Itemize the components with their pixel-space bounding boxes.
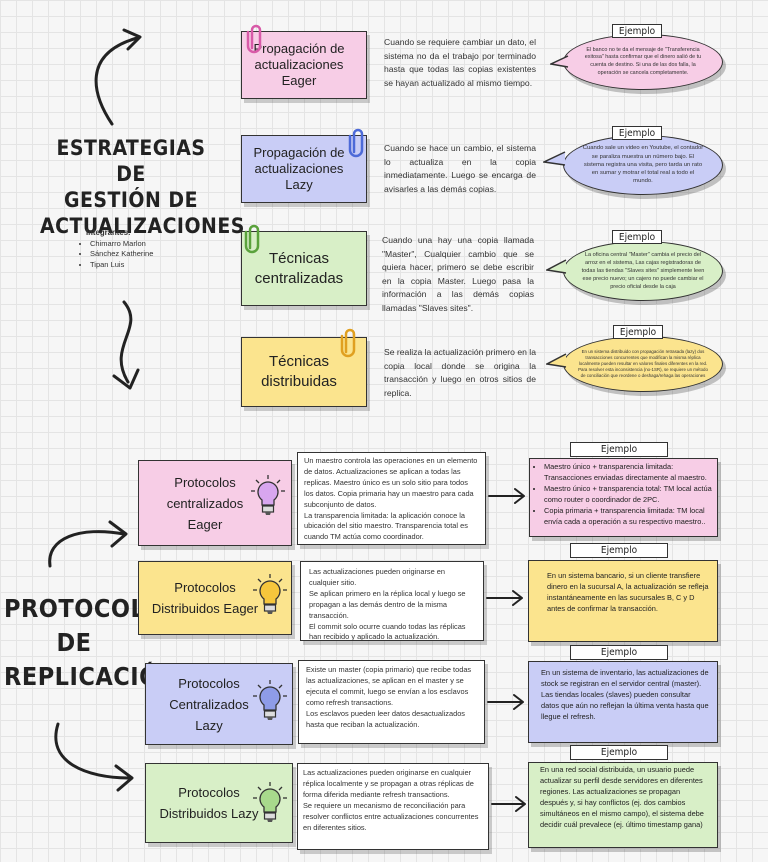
protocol-example: En una red social distribuida, un usuari…	[528, 762, 718, 848]
protocol-description: Existe un master (copia primario) que re…	[298, 660, 485, 744]
member-item: Chimarro Marlon	[90, 239, 178, 250]
lightbulb-icon	[251, 475, 285, 515]
desc-paragraph: La transparencia limitada: la aplicación…	[304, 510, 468, 542]
title-line: ESTRATEGIAS DE	[56, 136, 206, 186]
title-line: PROTOCOLOS	[4, 594, 181, 623]
card-line: Propagación de	[253, 41, 345, 56]
card-line: Distribuidos Lazy	[159, 806, 259, 821]
title-line: GESTIÓN DE	[64, 188, 198, 212]
desc-paragraph: El commit solo ocurre cuando todas las r…	[309, 621, 466, 642]
title-line: REPLICACIÓN	[4, 662, 179, 691]
desc-paragraph: Existe un master (copia primario) que re…	[306, 665, 472, 707]
example-tag: Ejemplo	[613, 325, 663, 339]
lightbulb-icon	[253, 574, 287, 614]
desc-paragraph: Un maestro controla las operaciones en u…	[304, 456, 478, 509]
card-line: Protocolos	[178, 675, 240, 691]
example-item: Maestro único + transparencia total: TM …	[544, 484, 713, 506]
protocol-description: Un maestro controla las operaciones en u…	[297, 452, 486, 545]
example-text: El banco no te da el mensaje de "Transfe…	[584, 46, 702, 76]
curved-arrow-icon	[48, 520, 128, 568]
card-line: centralizadas	[254, 269, 344, 287]
example-bubble: La oficina central "Master" cambia el pr…	[563, 241, 723, 301]
title-line: ACTUALIZACIONES	[40, 214, 245, 238]
strategy-description: Cuando se hace un cambio, el sistema lo …	[384, 143, 536, 194]
desc-paragraph: Los esclavos pueden leer datos desactual…	[306, 708, 466, 729]
protocol-example: En un sistema bancario, si un cliente tr…	[528, 560, 718, 642]
example-tag: Ejemplo	[612, 24, 662, 38]
desc-paragraph: Las actualizaciones pueden originarse en…	[309, 567, 445, 587]
member-item: Tipan Luis	[90, 260, 178, 271]
example-text: En un sistema distribuido con propagació…	[578, 348, 708, 379]
example-tag: Ejemplo	[570, 745, 668, 760]
paperclip-icon	[246, 24, 262, 54]
speech-tail-icon	[543, 151, 566, 166]
example-item: Copia primaria + transparencia limitada:…	[544, 506, 713, 528]
curved-arrow-icon	[54, 722, 134, 792]
example-tag: Ejemplo	[612, 230, 662, 244]
protocol-description: Las actualizaciones pueden originarse en…	[300, 561, 484, 641]
protocol-example: Maestro único + transparencia limitada: …	[529, 458, 718, 537]
title-line: DE	[56, 628, 92, 657]
example-tag: Ejemplo	[570, 543, 668, 558]
members-label: Integrantes:	[86, 228, 131, 237]
protocol-description: Las actualizaciones pueden originarse en…	[297, 763, 489, 850]
protocol-card-central-lazy: Protocolos Centralizados Lazy	[145, 663, 293, 745]
example-tag: Ejemplo	[612, 126, 662, 140]
card-line: Eager	[281, 73, 317, 88]
card-line: Lazy	[285, 177, 313, 192]
arrow-right-icon	[487, 694, 524, 710]
card-line: Técnicas	[268, 353, 330, 370]
card-line: actualizaciones	[254, 57, 344, 72]
strategy-card-lazy: Propagación de actualizaciones Lazy	[241, 135, 367, 203]
card-line: Protocolos	[178, 785, 240, 800]
arrow-right-icon	[491, 796, 526, 812]
member-item: Sánchez Katherine	[90, 249, 178, 260]
example-bubble: Cuando sale un video en Youtube, el cont…	[563, 135, 723, 195]
arrow-right-icon	[486, 590, 523, 606]
example-item: Maestro único + transparencia limitada: …	[544, 462, 713, 484]
strategy-description: Se realiza la actualización primero en l…	[384, 347, 536, 398]
card-line: Propagación de	[253, 145, 345, 160]
card-line: Técnicas	[268, 249, 329, 267]
example-bubble: En un sistema distribuido con propagació…	[563, 336, 723, 392]
curved-arrow-icon	[112, 300, 140, 390]
lightbulb-icon	[253, 680, 287, 720]
paperclip-icon	[348, 128, 364, 158]
lightbulb-icon	[253, 782, 287, 822]
arrow-right-icon	[488, 488, 525, 504]
protocol-example: En un sistema de inventario, las actuali…	[528, 661, 718, 743]
card-line: Distribuidos Eager	[151, 601, 259, 616]
example-tag: Ejemplo	[570, 442, 668, 457]
card-line: distribuidas	[261, 373, 337, 390]
card-line: actualizaciones	[254, 161, 344, 176]
card-line: Centralizados	[169, 696, 249, 712]
speech-tail-icon	[546, 259, 567, 274]
speech-tail-icon	[546, 353, 567, 368]
card-line: Protocolos	[174, 474, 236, 490]
curved-arrow-icon	[94, 28, 142, 126]
strategy-description: Cuando una hay una copia llamada "Master…	[382, 235, 534, 313]
speech-tail-icon	[550, 55, 569, 68]
example-text: Cuando sale un video en Youtube, el cont…	[582, 145, 704, 185]
strategy-card-eager: Propagación de actualizaciones Eager	[241, 31, 367, 99]
desc-paragraph: Las actualizaciones pueden originarse en…	[303, 768, 474, 799]
card-line: Protocolos	[174, 580, 236, 595]
desc-paragraph: Se aplican primero en la réplica local y…	[309, 588, 466, 620]
main-title-strategies: ESTRATEGIAS DE GESTIÓN DE ACTUALIZACIONE…	[40, 135, 245, 239]
card-line: Lazy	[195, 717, 223, 733]
strategy-description: Cuando se requiere cambiar un dato, el s…	[384, 37, 536, 88]
example-bubble: El banco no te da el mensaje de "Transfe…	[563, 34, 723, 90]
example-tag: Ejemplo	[570, 645, 668, 660]
members-block: Integrantes: Chimarro Marlon Sánchez Kat…	[78, 228, 178, 270]
paperclip-icon	[244, 224, 260, 254]
paperclip-icon	[340, 328, 356, 358]
desc-paragraph: Se requiere un mecanismo de reconciliaci…	[303, 800, 479, 832]
strategy-card-centralized: Técnicas centralizadas	[241, 231, 367, 306]
example-text: La oficina central "Master" cambia el pr…	[581, 252, 705, 290]
card-line: Eager	[187, 516, 223, 532]
main-title-protocols: PROTOCOLOS DE REPLICACIÓN	[4, 592, 181, 694]
card-line: centralizados	[166, 495, 244, 511]
